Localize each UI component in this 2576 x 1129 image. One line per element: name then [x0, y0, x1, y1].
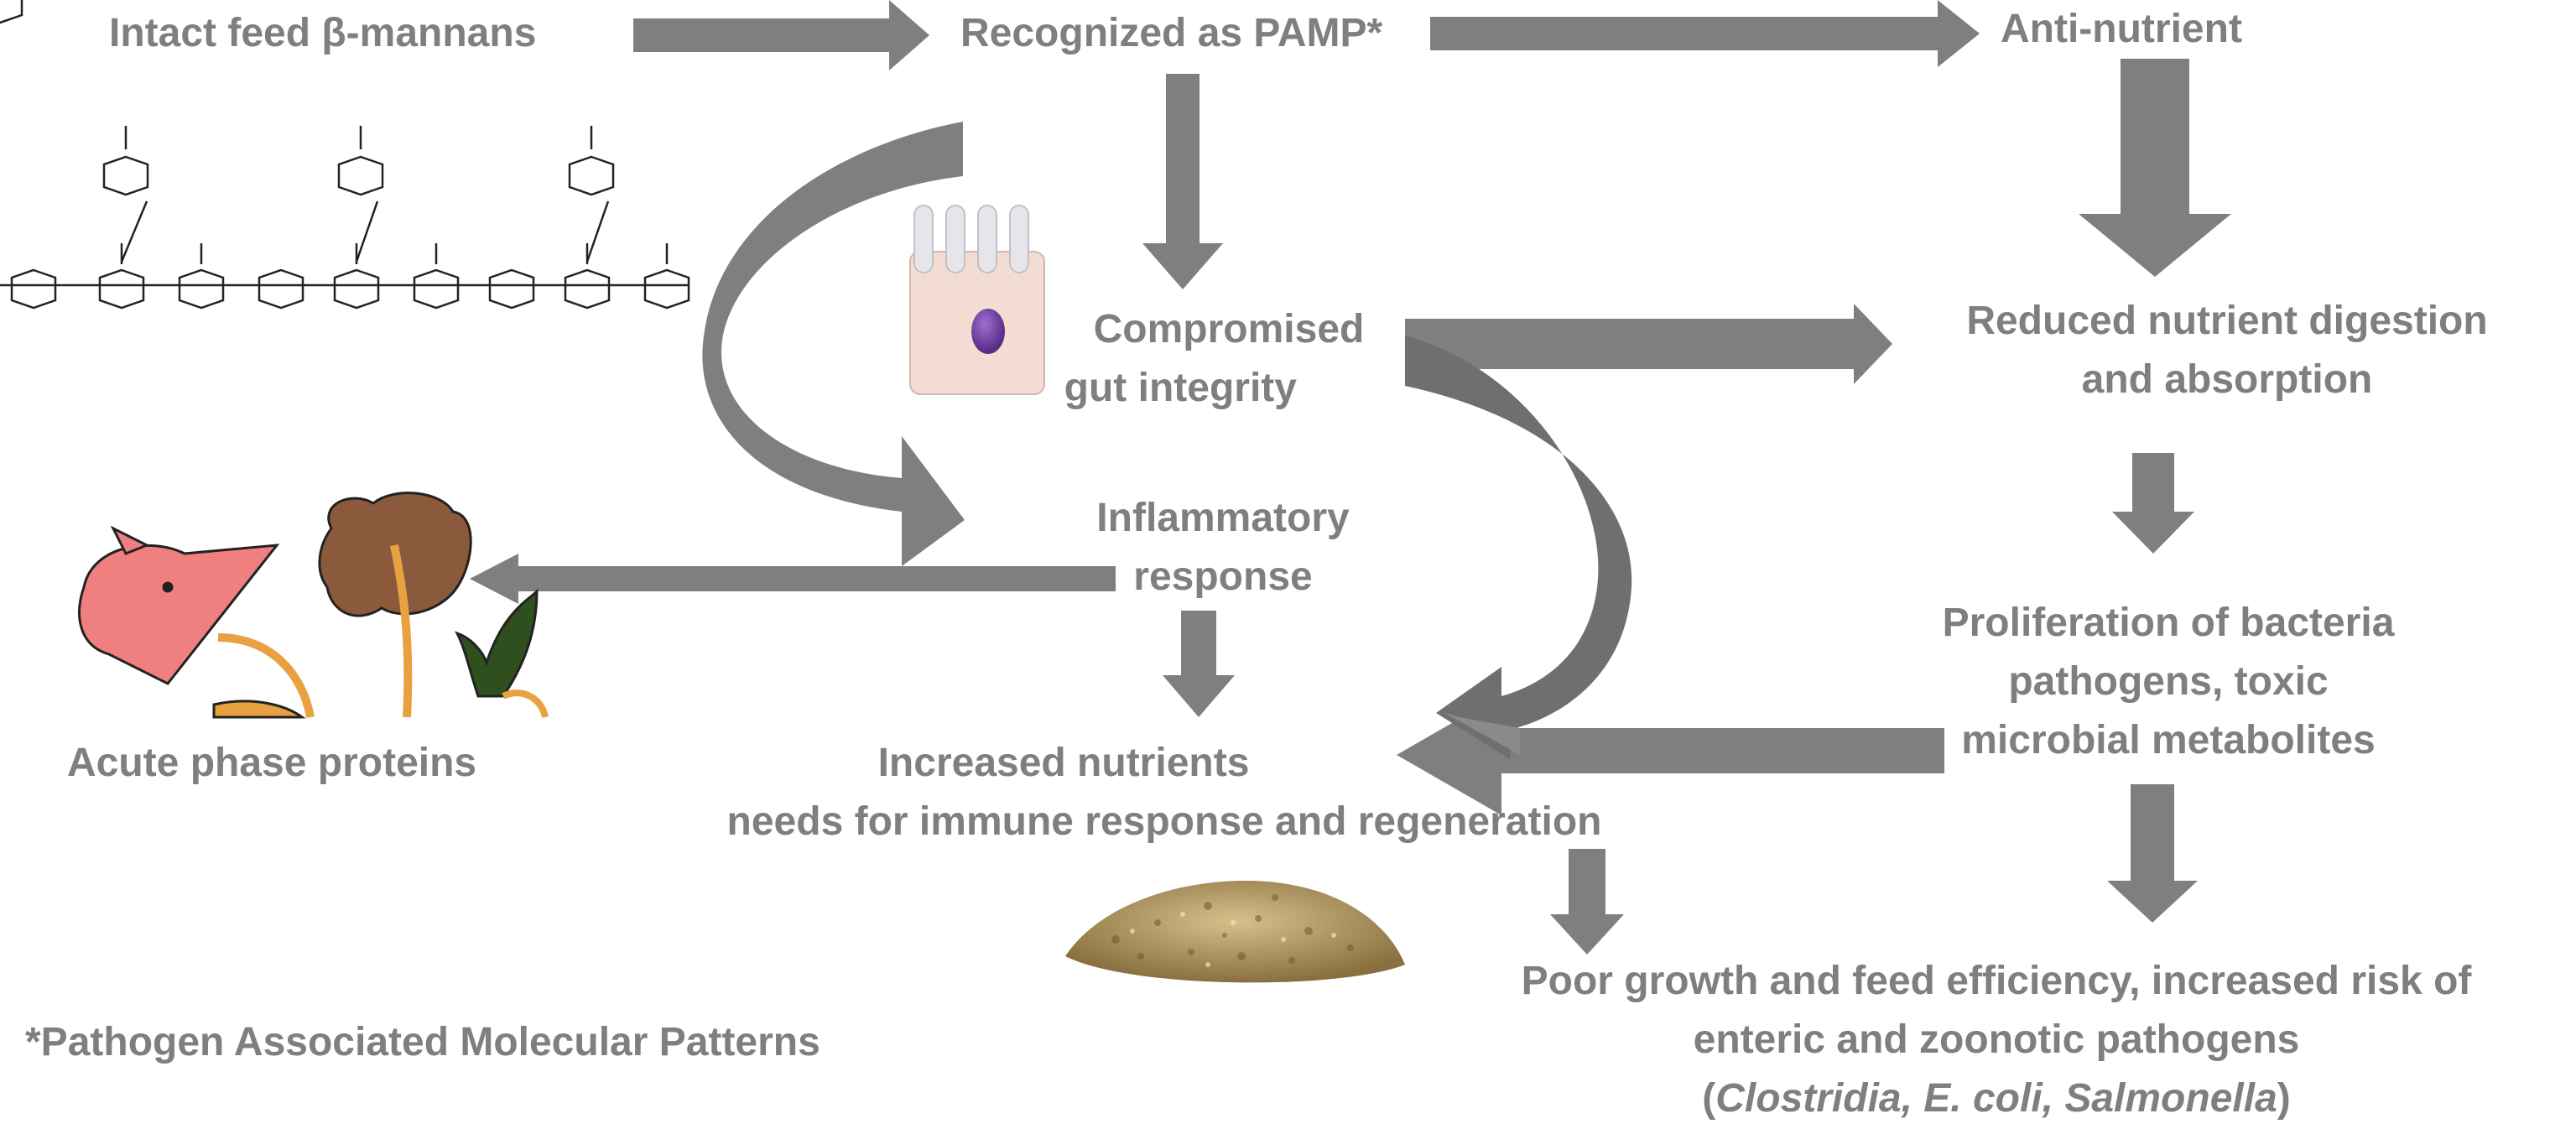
node-proliferation-line1: Proliferation of bacteria — [1942, 601, 2395, 645]
feed-pile-icon — [1065, 881, 1405, 983]
node-inflammatory-line1: Inflammatory — [1096, 496, 1350, 540]
node-reduced-digestion: Reduced nutrient digestion and absorptio… — [1966, 292, 2487, 409]
node-proliferation-line3: microbial metabolites — [1961, 718, 2376, 762]
node-acute-phase: Acute phase proteins — [67, 741, 477, 785]
node-reduced-digestion-line2: and absorption — [2081, 357, 2373, 402]
node-poor-growth-line1: Poor growth and feed efficiency, increas… — [1521, 959, 2472, 1003]
node-poor-growth-line2: enteric and zoonotic pathogens — [1693, 1017, 2300, 1062]
enterocyte-icon — [909, 205, 1045, 395]
node-pathogens-line: (Clostridia, E. coli, Salmonella) — [1522, 1069, 2472, 1128]
node-gut-integrity-line2: gut integrity — [1064, 366, 1297, 410]
node-anti-nutrient: Anti-nutrient — [2001, 7, 2242, 51]
node-proliferation-line2: pathogens, toxic — [2008, 659, 2329, 704]
arrow-reduced-to-proliferation — [2112, 453, 2194, 554]
arrow-pamp-to-antinutrient — [1430, 0, 1980, 67]
node-pamp: Recognized as PAMP* — [960, 11, 1383, 55]
curved-arrow-gut-to-needs — [1405, 336, 1632, 759]
pathogens-close-paren: ) — [2277, 1076, 2291, 1121]
node-gut-integrity: Compromised gut integrity — [1064, 300, 1365, 418]
node-proliferation: Proliferation of bacteria pathogens, tox… — [1943, 594, 2395, 770]
node-gut-integrity-line1: Compromised — [1093, 307, 1365, 351]
arrow-proliferation-to-poor — [2107, 784, 2198, 923]
arrow-proliferation-to-needs — [1397, 695, 1944, 815]
node-increased-needs-line2: needs for immune response and regenerati… — [726, 799, 1602, 844]
pig-organs-icon — [78, 492, 549, 719]
pathogens-names: Clostridia, E. coli, Salmonella — [1715, 1076, 2277, 1121]
arrow-inflammatory-to-needs — [1163, 611, 1235, 717]
pathogens-open-paren: ( — [1702, 1076, 1716, 1121]
arrow-antinutrient-to-reduced — [2079, 59, 2231, 277]
node-poor-growth: Poor growth and feed efficiency, increas… — [1522, 952, 2472, 1128]
node-reduced-digestion-line1: Reduced nutrient digestion — [1966, 299, 2488, 343]
arrow-pamp-to-gut — [1142, 74, 1223, 289]
spleen-icon — [455, 588, 539, 698]
node-increased-needs-line1: Increased nutrients — [877, 741, 1250, 785]
arrows — [470, 0, 2231, 955]
curved-arrows — [702, 122, 1632, 759]
node-increased-needs: Increased nutrients needs for immune res… — [727, 734, 1602, 851]
node-intact-mannans: Intact feed β-mannans — [109, 11, 537, 55]
curved-arrow-pamp-to-inflammatory — [702, 122, 965, 566]
arrow-mannans-to-pamp — [633, 0, 929, 70]
arrow-needs-to-poor — [1550, 849, 1624, 955]
curved-arrow-gut-to-needs-tail — [1444, 713, 1520, 755]
mannan-structure-icon — [0, 0, 690, 310]
footnote: *Pathogen Associated Molecular Patterns — [25, 1020, 820, 1064]
pig-head-icon — [78, 544, 280, 685]
node-inflammatory-line2: response — [1133, 554, 1313, 599]
arrow-inflammatory-to-acute — [470, 554, 1116, 604]
arrow-gut-to-reduced — [1405, 304, 1892, 384]
node-inflammatory: Inflammatory response — [1096, 489, 1349, 606]
